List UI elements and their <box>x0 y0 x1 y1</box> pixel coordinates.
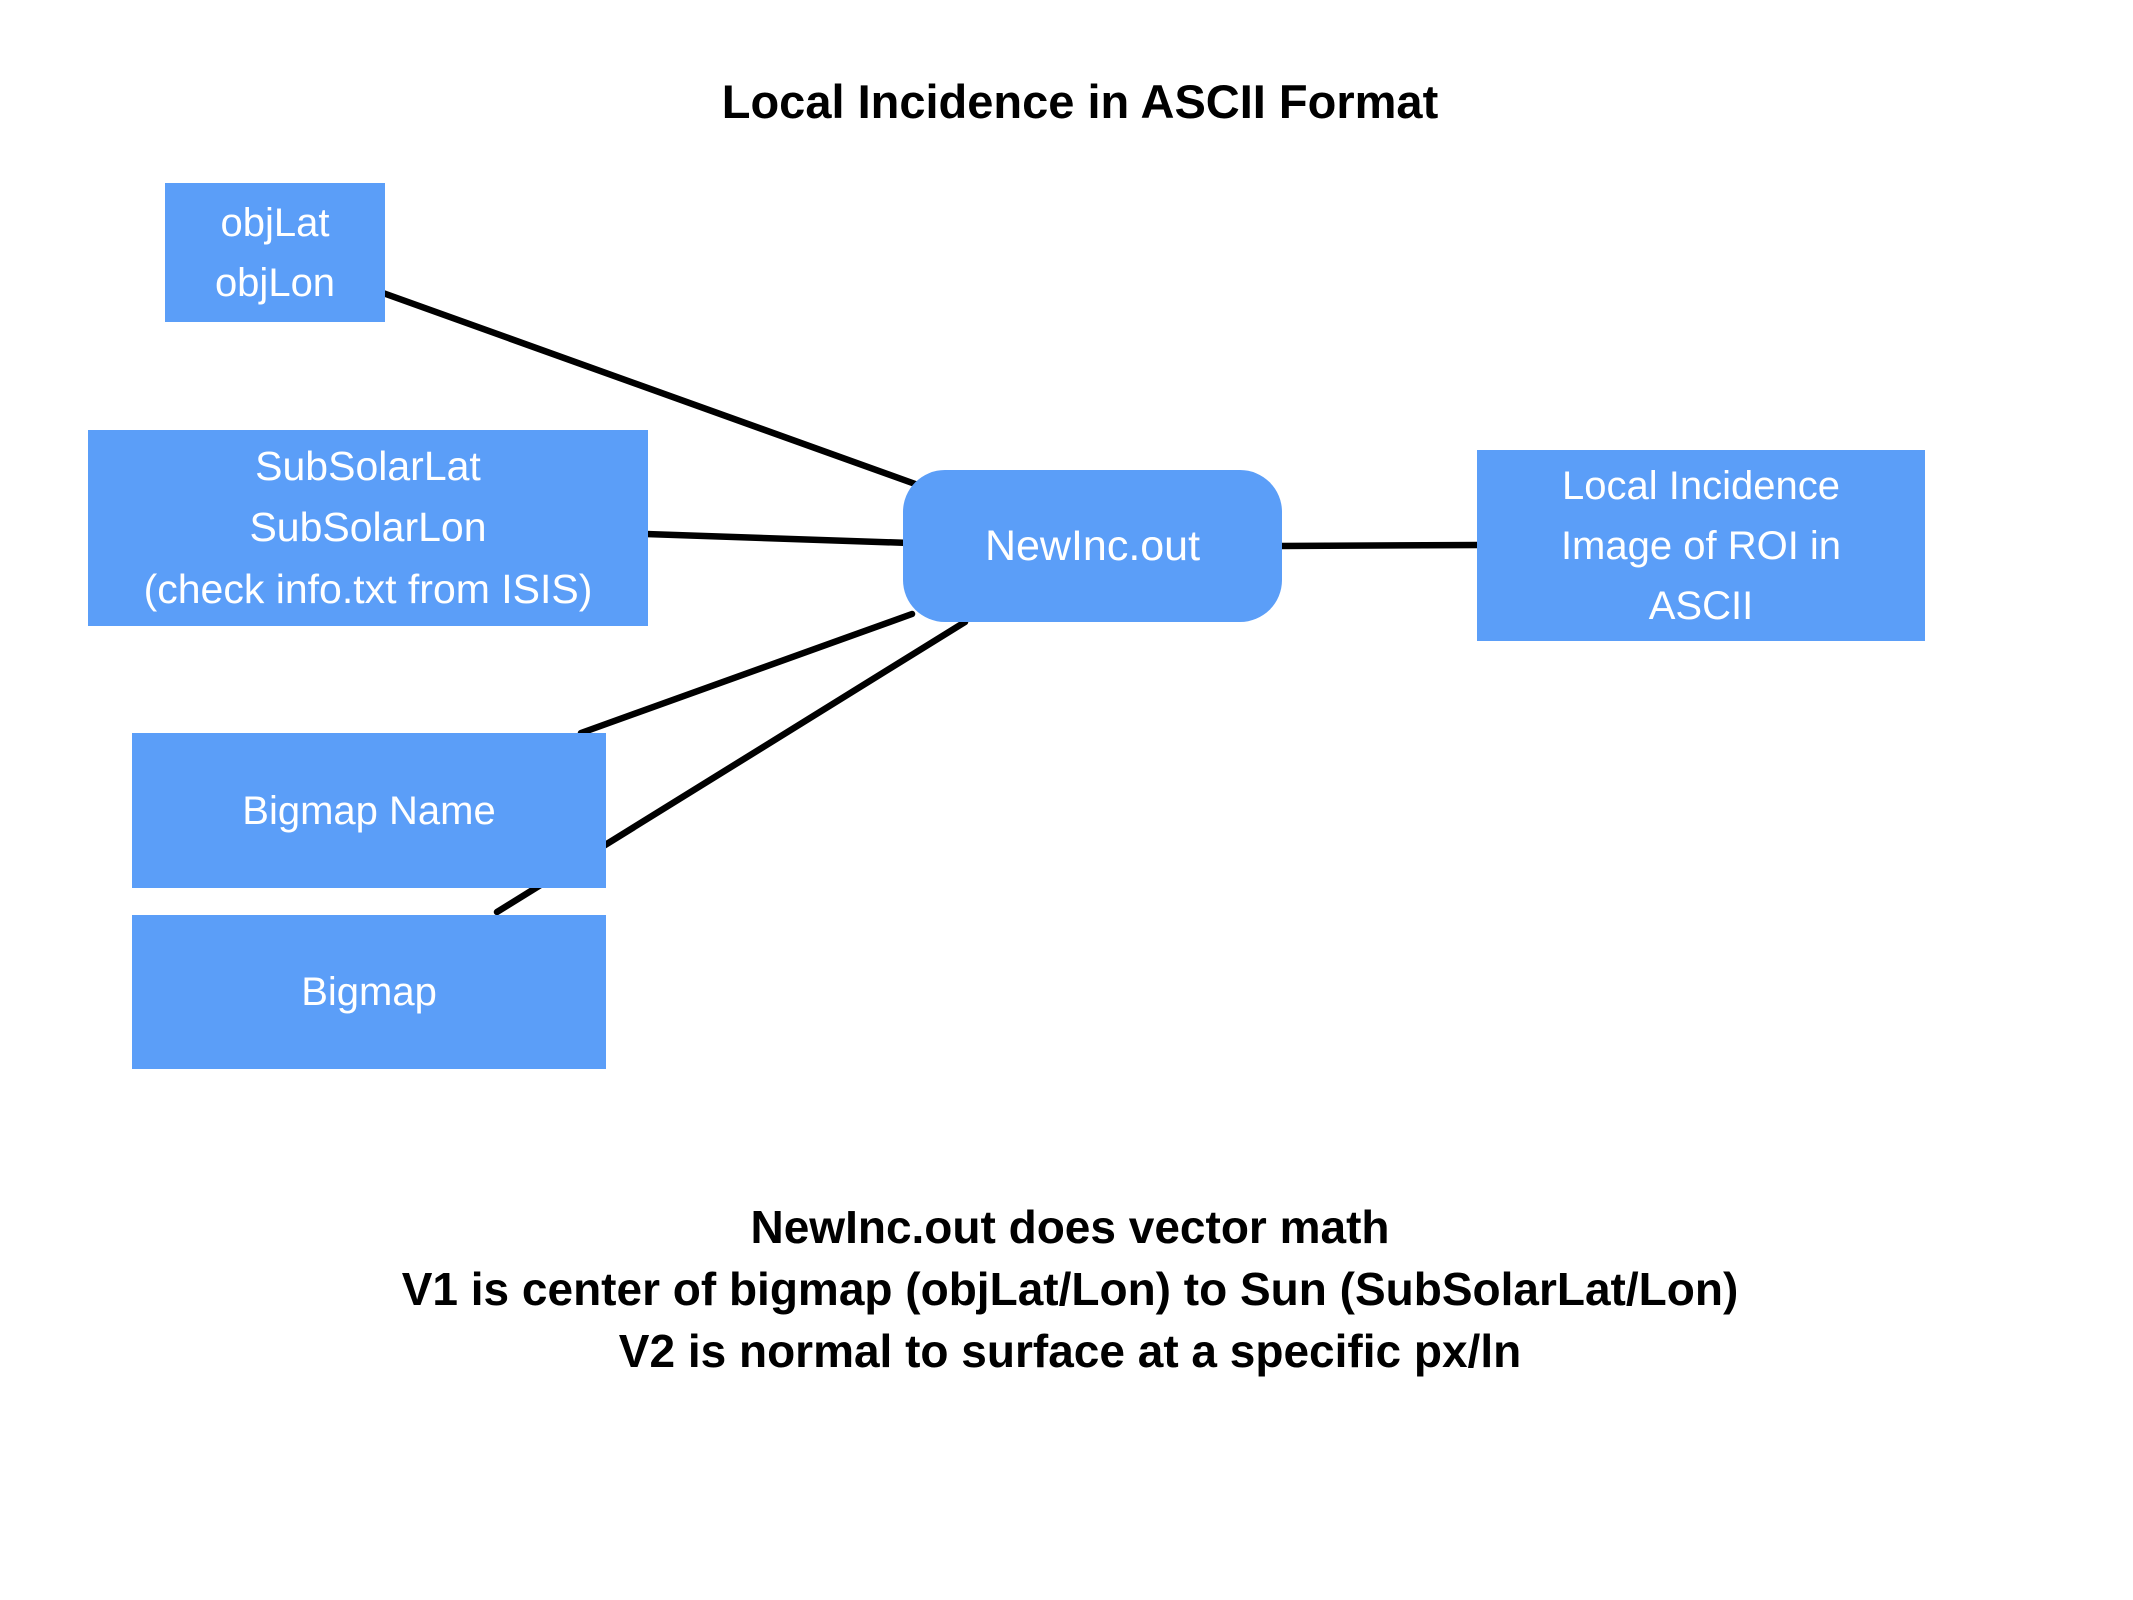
node-label-line: Local Incidence <box>1562 463 1840 508</box>
connector-newinc-to-output <box>1276 541 1484 550</box>
node-label-line: Bigmap Name <box>242 788 496 833</box>
node-label-line: objLat <box>220 200 330 245</box>
node-objlat-objlon: objLat objLon <box>165 183 385 322</box>
connector-subsolar-to-newinc <box>642 530 914 547</box>
node-label-line: SubSolarLat <box>255 442 481 489</box>
node-label-line: SubSolarLon <box>249 504 487 551</box>
connector-newinc-to-bigmap-name <box>577 610 916 737</box>
page-title: Local Incidence in ASCII Format <box>721 75 1439 128</box>
node-subsolar: SubSolarLat SubSolarLon (check info.txt … <box>88 430 648 626</box>
footnote: NewInc.out does vector math V1 is center… <box>0 1196 2133 1382</box>
node-label-line: Bigmap <box>301 970 437 1014</box>
footnote-line: NewInc.out does vector math <box>750 1201 1390 1253</box>
node-bigmap: Bigmap <box>132 915 606 1069</box>
node-label-line: (check info.txt from ISIS) <box>143 565 593 612</box>
footnote-line: V1 is center of bigmap (objLat/Lon) to S… <box>401 1263 1739 1315</box>
node-label-line: objLon <box>214 260 336 305</box>
node-newinc-out: NewInc.out <box>903 470 1282 622</box>
node-label-line: NewInc.out <box>984 521 1201 570</box>
node-bigmap-name: Bigmap Name <box>132 733 606 888</box>
node-label-line: Image of ROI in <box>1560 523 1842 568</box>
node-label-line: ASCII <box>1648 583 1754 628</box>
connector-objlatlon-to-newinc <box>379 289 922 489</box>
node-local-incidence-output: Local Incidence Image of ROI in ASCII <box>1477 450 1925 641</box>
footnote-line: V2 is normal to surface at a specific px… <box>618 1325 1522 1377</box>
